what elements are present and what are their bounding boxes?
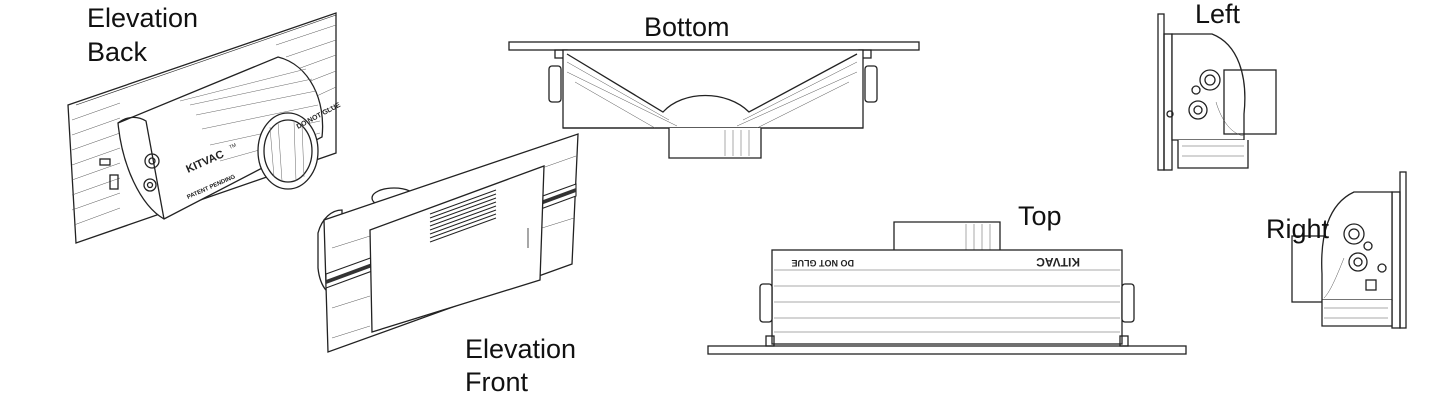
bottom-view-drawing [508,41,920,159]
label-top: Top [1018,201,1062,231]
right-view-drawing [1291,171,1407,329]
label-elevation-back-line2: Back [87,37,148,67]
elevation-back-drawing: KITVAC TM PATENT PENDING DO NOT GLUE [67,12,342,244]
left-view-drawing [1157,13,1277,171]
label-bottom: Bottom [644,12,730,42]
label-elevation-front-line1: Elevation [465,334,577,364]
elevation-front-drawing [317,133,579,353]
trademark-marking-back: TM [228,142,237,150]
label-elevation-front-line2: Front [465,367,529,397]
brand-marking-top: KITVAC [1036,255,1080,269]
label-right: Right [1266,214,1330,244]
warning-marking-top: DO NOT GLUE [792,258,855,268]
label-left: Left [1195,0,1241,29]
top-view-drawing: DO NOT GLUE KITVAC [707,221,1187,355]
label-elevation-back-line1: Elevation [87,3,199,33]
